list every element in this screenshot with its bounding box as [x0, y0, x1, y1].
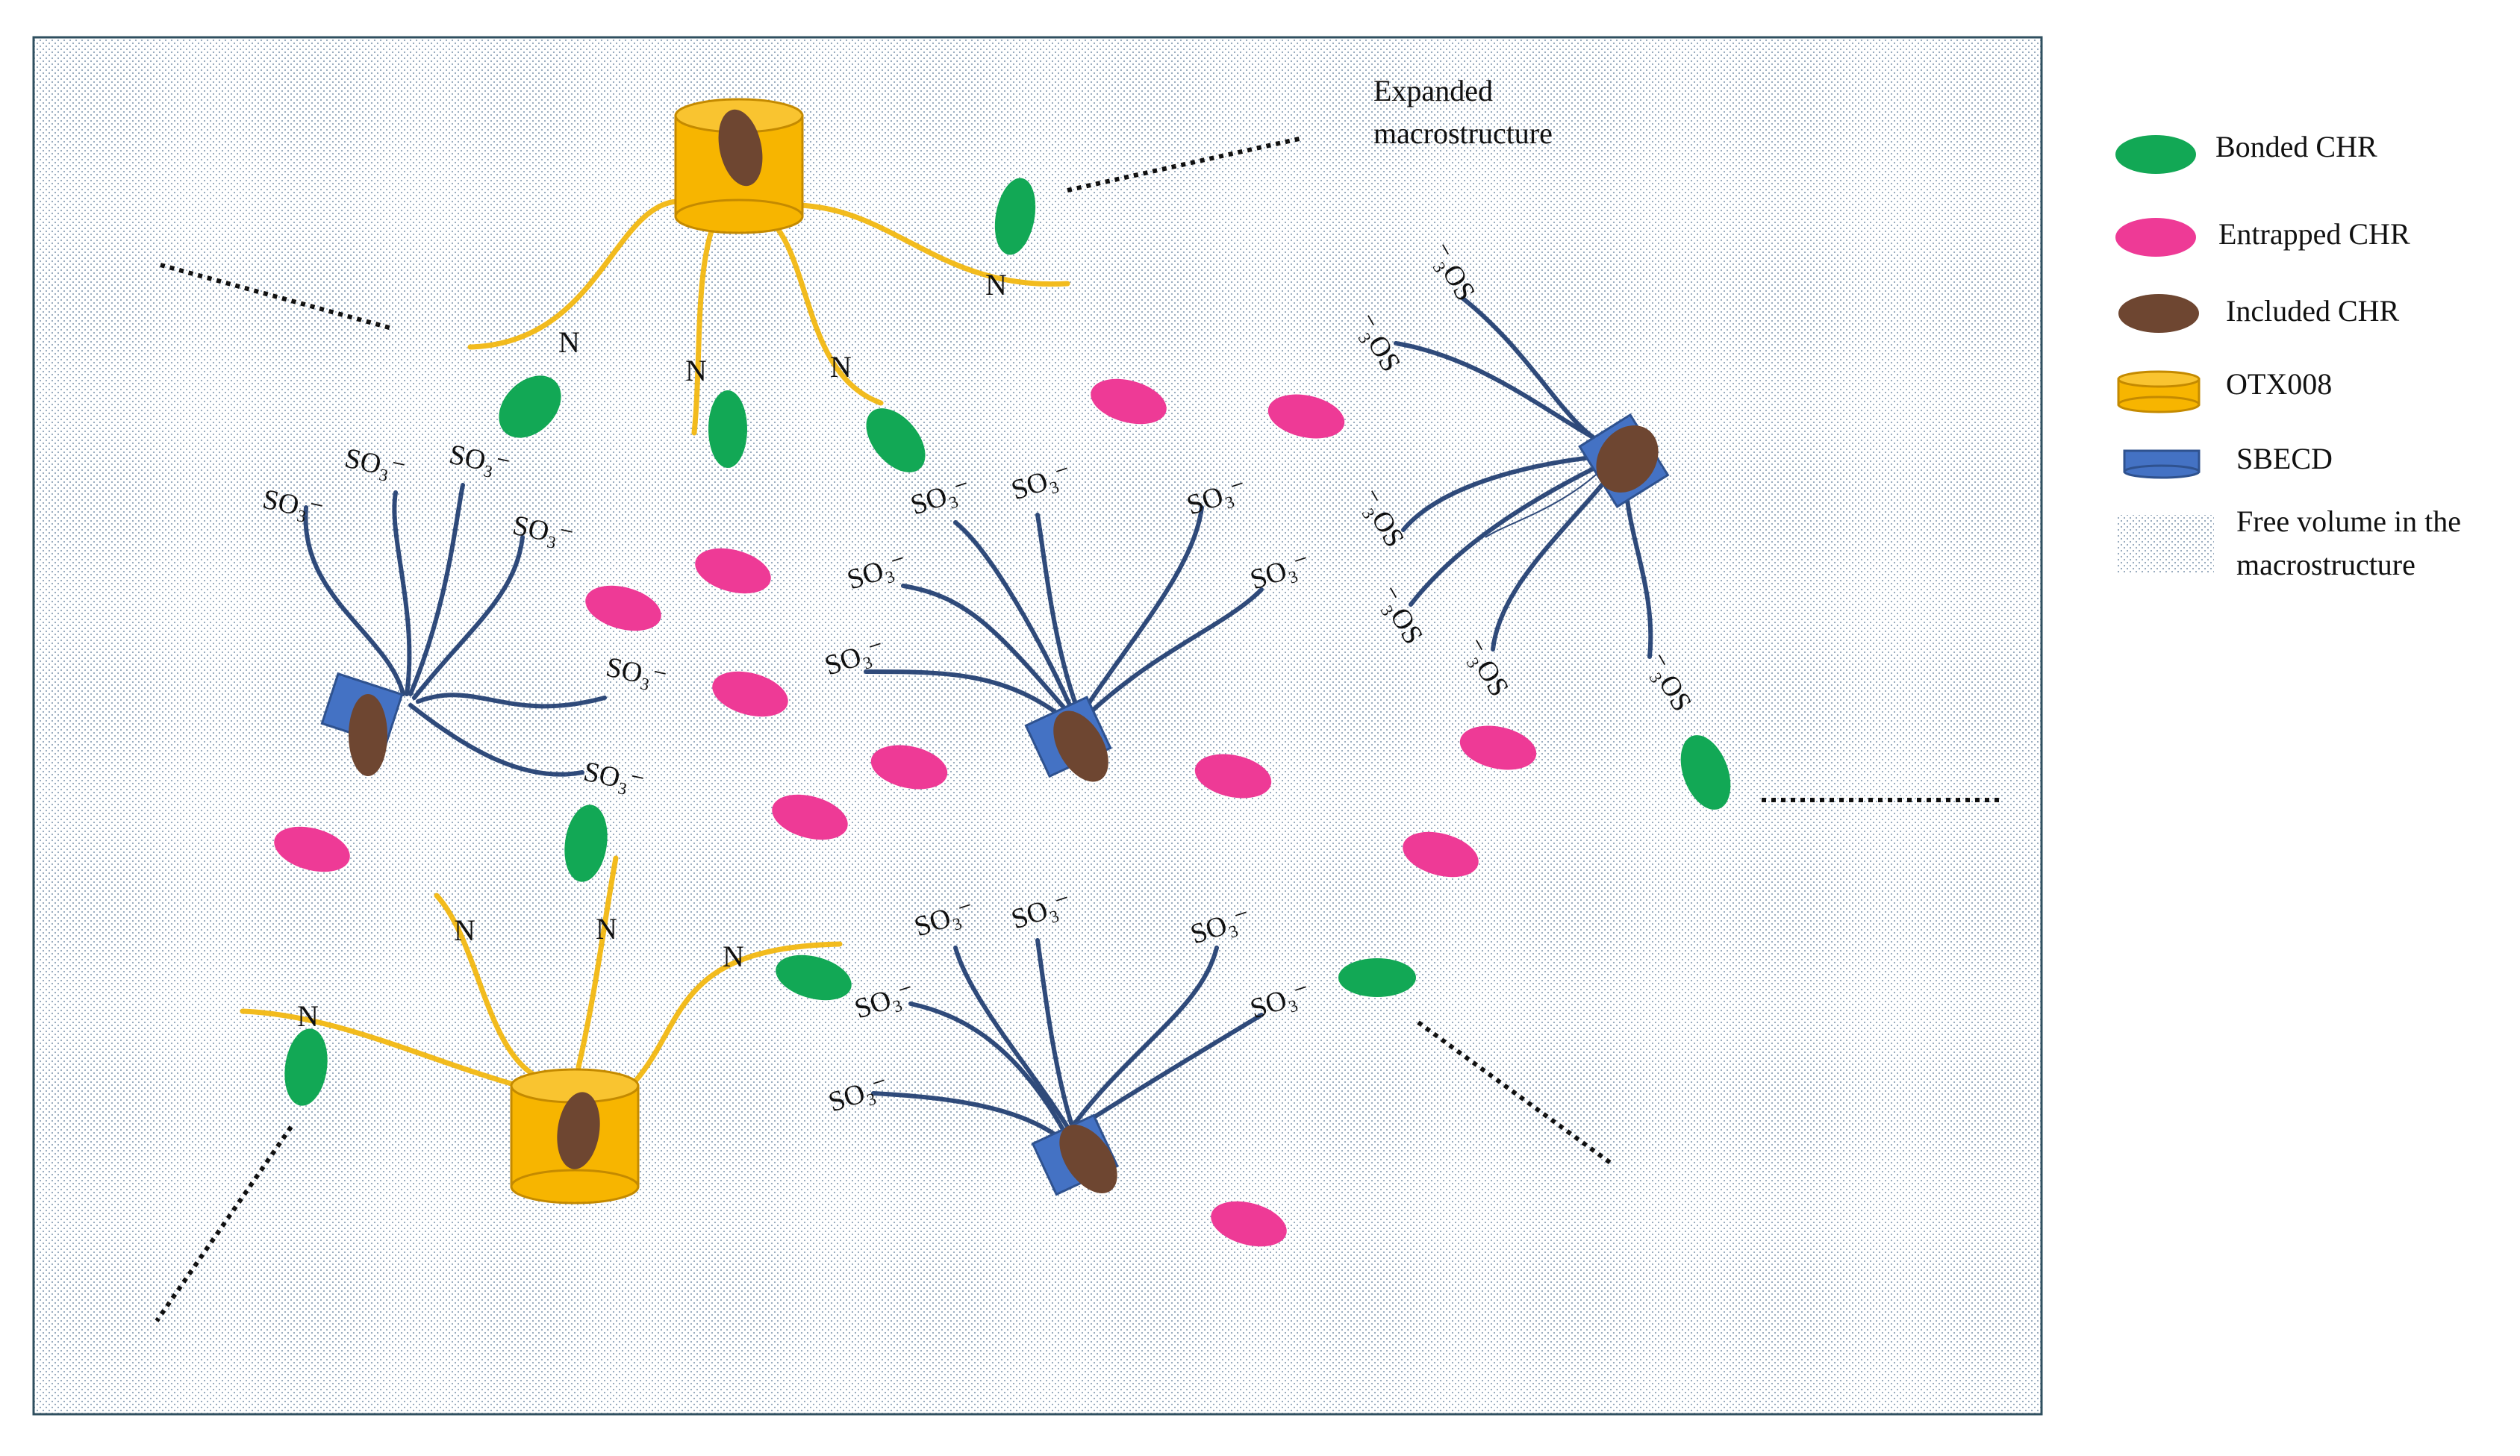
n-label: N	[454, 913, 475, 947]
legend-sbecd-symbol	[2123, 449, 2201, 479]
entrapped-chr	[772, 794, 848, 840]
sbecd-chains-left	[303, 483, 607, 777]
expanded-macrostructure-line1: Expanded	[1373, 74, 1493, 107]
entrapped-chr	[695, 548, 771, 594]
legend-included-symbol	[2118, 294, 2199, 333]
legend-item-bonded: Bonded CHR	[2115, 130, 2377, 174]
entrapped-chr	[585, 585, 661, 631]
otx008-bottom	[240, 855, 843, 1205]
otx008-top	[467, 98, 1070, 436]
n-label: N	[596, 912, 617, 946]
entrapped-chr	[870, 745, 948, 790]
dotted-line-bottomleft	[155, 1125, 293, 1322]
entrapped-chr	[1091, 378, 1167, 425]
legend: Bonded CHR Entrapped CHR Included CHR OT…	[2115, 130, 2461, 581]
legend-item-included: Included CHR	[2118, 294, 2400, 333]
legend-entrapped-label: Entrapped CHR	[2218, 217, 2410, 251]
bonded-chr	[1680, 735, 1731, 810]
entrapped-chr	[1459, 725, 1537, 770]
entrapped-chr	[1211, 1201, 1287, 1247]
entrapped-chr-group	[274, 378, 1537, 1247]
included-chr-sbecd-center	[1053, 710, 1108, 782]
sbecd-bottom	[871, 938, 1264, 1196]
legend-item-entrapped: Entrapped CHR	[2115, 217, 2410, 257]
included-chr-sbecd-left	[349, 694, 387, 776]
legend-item-otx008: OTX008	[2117, 367, 2332, 413]
legend-bonded-label: Bonded CHR	[2215, 130, 2377, 163]
n-label: N	[723, 940, 744, 973]
otx-chains-bottom	[240, 855, 843, 1089]
included-chr-sbecd-right	[1596, 425, 1659, 493]
n-label: N	[558, 325, 580, 359]
bonded-chr	[284, 1028, 328, 1106]
sbecd-chains-center	[864, 505, 1264, 726]
otx-chains-top	[467, 199, 1070, 436]
amine-labels: N N N N N N N N	[297, 268, 1007, 1033]
legend-otx008-label: OTX008	[2226, 367, 2332, 401]
included-chr-sbecd-bottom	[1059, 1125, 1117, 1193]
entrapped-chr	[712, 671, 788, 717]
bonded-chr-group	[284, 178, 1731, 1106]
legend-free-volume-line2: macrostructure	[2236, 548, 2415, 581]
dotted-line-topleft	[160, 263, 393, 331]
legend-sbecd-label: SBECD	[2236, 442, 2333, 475]
expanded-macrostructure-line2: macrostructure	[1373, 116, 1553, 150]
n-label: N	[685, 354, 707, 387]
legend-entrapped-symbol	[2115, 218, 2196, 257]
sbecd-right	[1394, 296, 1670, 659]
dotted-boundaries	[155, 136, 2004, 1322]
n-label: N	[985, 268, 1007, 301]
n-label: N	[297, 999, 319, 1033]
legend-item-sbecd: SBECD	[2123, 442, 2333, 479]
dotted-line-bottomright	[1417, 1020, 1614, 1166]
sbecd-chains-bottom	[871, 938, 1264, 1140]
bonded-chr	[499, 375, 561, 438]
bonded-chr	[866, 408, 926, 472]
legend-free-volume-symbol	[2117, 515, 2214, 573]
sbecd-center	[864, 505, 1264, 782]
bonded-chr	[994, 178, 1036, 255]
dotted-line-topmid	[1067, 136, 1303, 193]
sbecd-left	[303, 483, 607, 777]
n-label: N	[830, 350, 852, 384]
bonded-chr	[708, 390, 747, 468]
entrapped-chr	[1267, 394, 1345, 439]
legend-otx008-symbol	[2117, 370, 2201, 413]
entrapped-chr	[1194, 754, 1272, 799]
bonded-chr	[564, 804, 608, 882]
legend-free-volume-line1: Free volume in the	[2236, 504, 2461, 538]
included-chr-otx-bottom	[557, 1092, 600, 1169]
legend-included-label: Included CHR	[2226, 294, 2400, 328]
legend-item-free-volume: Free volume in the macrostructure	[2117, 504, 2461, 581]
legend-bonded-symbol	[2115, 135, 2196, 174]
bonded-chr	[776, 954, 852, 1001]
bonded-chr	[1338, 958, 1416, 997]
entrapped-chr	[1403, 831, 1479, 878]
included-chr-otx-top	[718, 109, 763, 187]
entrapped-chr	[274, 826, 350, 872]
